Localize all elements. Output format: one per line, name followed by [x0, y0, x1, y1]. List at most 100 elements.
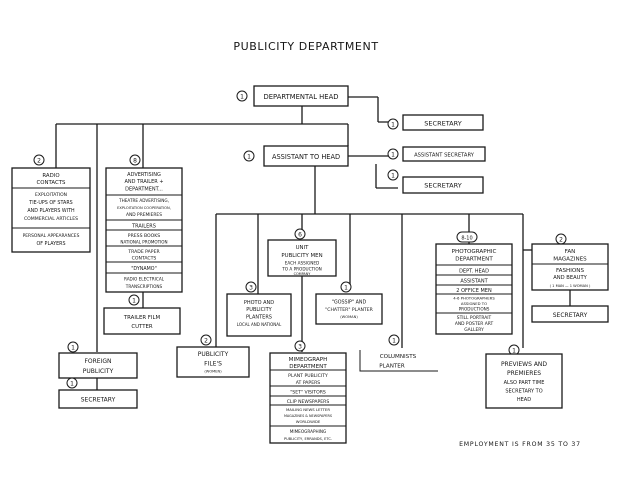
previews-sub-1-text: SECRETARY TO	[505, 389, 542, 395]
advertising-duties-3-0-text: TRADE PAPER	[127, 249, 160, 255]
mimeograph-title-1-text: DEPARTMENT	[289, 364, 327, 370]
fan-sub-0-text: FASHIONS	[556, 268, 585, 274]
foreign_secretary-count-text: 1	[70, 381, 74, 388]
radio-extra-1-text: OF PLAYERS	[37, 241, 66, 247]
radio-duties-2-text: AND PLAYERS WITH	[27, 208, 75, 214]
photographic-duties-4-1-text: AND POSTER ART	[455, 321, 494, 327]
columnists-count-text: 1	[392, 338, 396, 345]
publicity_files-count-text: 2	[204, 338, 208, 345]
unit-title-0-text: UNIT	[296, 245, 310, 251]
mimeograph-department-node: 3 MIMEOGRAPH DEPARTMENT PLANT PUBLICITY …	[269, 340, 347, 444]
unit-count-text: 6	[298, 232, 302, 239]
unit-sub-2-text: COMPANY	[294, 272, 312, 276]
photographic-duties-4-0-text: STILL PORTRAIT	[457, 315, 492, 321]
mimeograph-duties-4-0-text: MIMEOGRAPHING	[290, 429, 327, 434]
assistant_secretary-count-text: 1	[391, 152, 395, 159]
photographic-title-1-text: DEPARTMENT	[455, 257, 493, 263]
previews-count-text: 1	[512, 348, 516, 355]
fan-count-text: 2	[559, 237, 563, 244]
trailer-film-cutter-node: 1 TRAILER FILM CUTTER	[103, 294, 181, 335]
photographic-department-node: 8-10 PHOTOGRAPHIC DEPARTMENT DEPT. HEAD …	[435, 231, 513, 335]
gossip-chatter-planter-node: 1 "GOSSIP" AND "CHATTER" PLANTER (WOMAN)	[315, 281, 383, 325]
radio-duties-3-text: COMMERCIAL ARTICLES	[24, 216, 78, 222]
secretary_top-label-text: SECRETARY	[424, 120, 461, 128]
advertising-trailer-node: 8 ADVERTISING AND TRAILER + DEPARTMENT..…	[105, 154, 183, 293]
unit-sub-0-text: EACH ASSIGNED	[285, 261, 320, 266]
publicity-files-node: 2 PUBLICITY FILE'S (WOMEN)	[176, 334, 250, 378]
mimeograph-duties-0-1-text: AT PAPERS	[296, 380, 321, 386]
photo_planters-sub-text: LOCAL AND NATIONAL	[237, 322, 282, 327]
foreign_secretary-label-text: SECRETARY	[81, 397, 116, 404]
mimeograph-title-0-text: MIMEOGRAPH	[289, 357, 328, 363]
advertising-duties-0-2-text: AND PREMIERES	[126, 212, 162, 218]
fan_secretary-label-text: SECRETARY	[553, 312, 588, 319]
advertising-title-2-text: DEPARTMENT...	[125, 187, 163, 193]
gossip-label-1-text: "CHATTER" PLANTER	[325, 307, 373, 313]
previews-label-0-text: PREVIEWS AND	[501, 361, 547, 368]
head-label: DEPARTMENTAL HEAD	[264, 93, 339, 101]
photographic-count-text: 8-10	[461, 236, 472, 242]
mimeograph-duties-1-0-text: "SET" VISITORS	[290, 390, 326, 396]
publicity_files-sub-text: (WOMEN)	[204, 370, 222, 374]
gossip-count-text: 1	[344, 285, 348, 292]
departmental-head-node: 1 DEPARTMENTAL HEAD	[236, 85, 349, 107]
columnists-label-0-text: COLUMNISTS	[380, 354, 417, 360]
previews-sub-0-text: ALSO PART TIME	[504, 380, 545, 386]
previews-premieres-node: 1 PREVIEWS AND PREMIERES ALSO PART TIME …	[485, 344, 563, 409]
photo_planters-count-text: 3	[249, 285, 253, 292]
photographic-title-0-text: PHOTOGRAPHIC	[452, 249, 497, 255]
photo_planters-label-0-text: PHOTO AND	[244, 300, 274, 306]
radio-duties-1-text: TIE-UPS OF STARS	[28, 200, 72, 206]
advertising-duties-5-0-text: RADIO ELECTRICAL	[124, 277, 165, 282]
advertising-duties-4-0-text: "DYNAMO"	[131, 266, 157, 272]
advertising-count-text: 8	[133, 158, 137, 165]
advertising-duties-5-1-text: TRANSCRIPTIONS	[125, 284, 163, 289]
radio-count-text: 2	[37, 158, 41, 165]
mimeograph-duties-4-1-text: PUBLICITY, ERRANDS, ETC.	[284, 437, 332, 441]
advertising-duties-0-0-text: THEATRE ADVERTISING,	[118, 198, 169, 203]
secretary_top-count-text: 1	[391, 122, 395, 129]
advertising-duties-1-0-text: TRAILERS	[131, 224, 156, 230]
photographic-duties-1-0-text: ASSISTANT	[460, 279, 488, 285]
mimeograph-count-text: 3	[298, 344, 302, 351]
photographic-duties-3-1-text: ASSIGNED TO	[461, 301, 487, 306]
fan-sub-1-text: AND BEAUTY	[553, 275, 587, 281]
foreign-label-1-text: PUBLICITY	[83, 368, 114, 375]
assistant-to-head-node: 1 ASSISTANT TO HEAD	[243, 145, 349, 167]
photographic-duties-3-0-text: 4-6 PHOTOGRAPHERS	[453, 296, 495, 301]
trailer_cutter-count-text: 1	[132, 298, 136, 305]
foreign-publicity-node: 1 FOREIGN PUBLICITY	[58, 341, 138, 379]
trailer_cutter-label-0-text: TRAILER FILM	[123, 315, 161, 321]
advertising-duties-3-1-text: CONTACTS	[132, 256, 157, 262]
photographic-duties-2-0-text: 2 OFFICE MEN	[456, 288, 492, 294]
mimeograph-duties-3-2-text: WORLDWIDE	[296, 419, 321, 424]
photo_planters-label-1-text: PUBLICITY	[246, 307, 272, 313]
publicity_files-label-1-text: FILE'S	[204, 361, 222, 368]
unit-sub-1-text: TO A PRODUCTION	[281, 267, 322, 272]
mimeograph-duties-3-0-text: MAILING NEWS LETTER	[286, 407, 330, 412]
assistant_secretary-label-text: ASSISTANT SECRETARY	[414, 153, 475, 159]
advertising-title-1-text: AND TRAILER +	[124, 179, 163, 185]
foreign-secretary-node: 1 SECRETARY	[58, 377, 138, 409]
foreign-count-text: 1	[71, 345, 75, 352]
mimeograph-duties-0-0-text: PLANT PUBLICITY	[288, 373, 328, 379]
head-count: 1	[240, 94, 244, 101]
gossip-sub-text: (WOMAN)	[340, 315, 358, 319]
previews-label-1-text: PREMIERES	[507, 370, 541, 377]
fan-note-text: ( 1 MAN — 1 WOMAN )	[550, 284, 591, 288]
mimeograph-duties-2-0-text: CLIP NEWSPAPERS	[287, 399, 330, 405]
fan-secretary-node: SECRETARY	[531, 305, 609, 323]
secretary-top-node: 1 SECRETARY	[387, 114, 484, 131]
photographic-duties-0-0-text: DEPT. HEAD	[459, 269, 489, 275]
assistant_to_head-count-text: 1	[247, 154, 251, 161]
columnists-planter-node: 1 COLUMNISTS PLANTER	[359, 334, 438, 372]
previews-sub-2-text: HEAD	[517, 397, 531, 403]
mimeograph-duties-3-1-text: MAGAZINES & NEWSPAPERS	[284, 414, 332, 418]
page-title: PUBLICITY DEPARTMENT	[233, 40, 378, 53]
secretary_assistant-count-text: 1	[391, 173, 395, 180]
radio-contacts-node: 2 RADIO CONTACTS EXPLOITATION TIE-UPS OF…	[11, 154, 91, 253]
fan-title-0-text: FAN	[565, 249, 576, 255]
photographic-duties-3-2-text: PRODUCTIONS	[459, 307, 490, 312]
advertising-duties-2-0-text: PRESS BOOKS	[128, 233, 160, 239]
